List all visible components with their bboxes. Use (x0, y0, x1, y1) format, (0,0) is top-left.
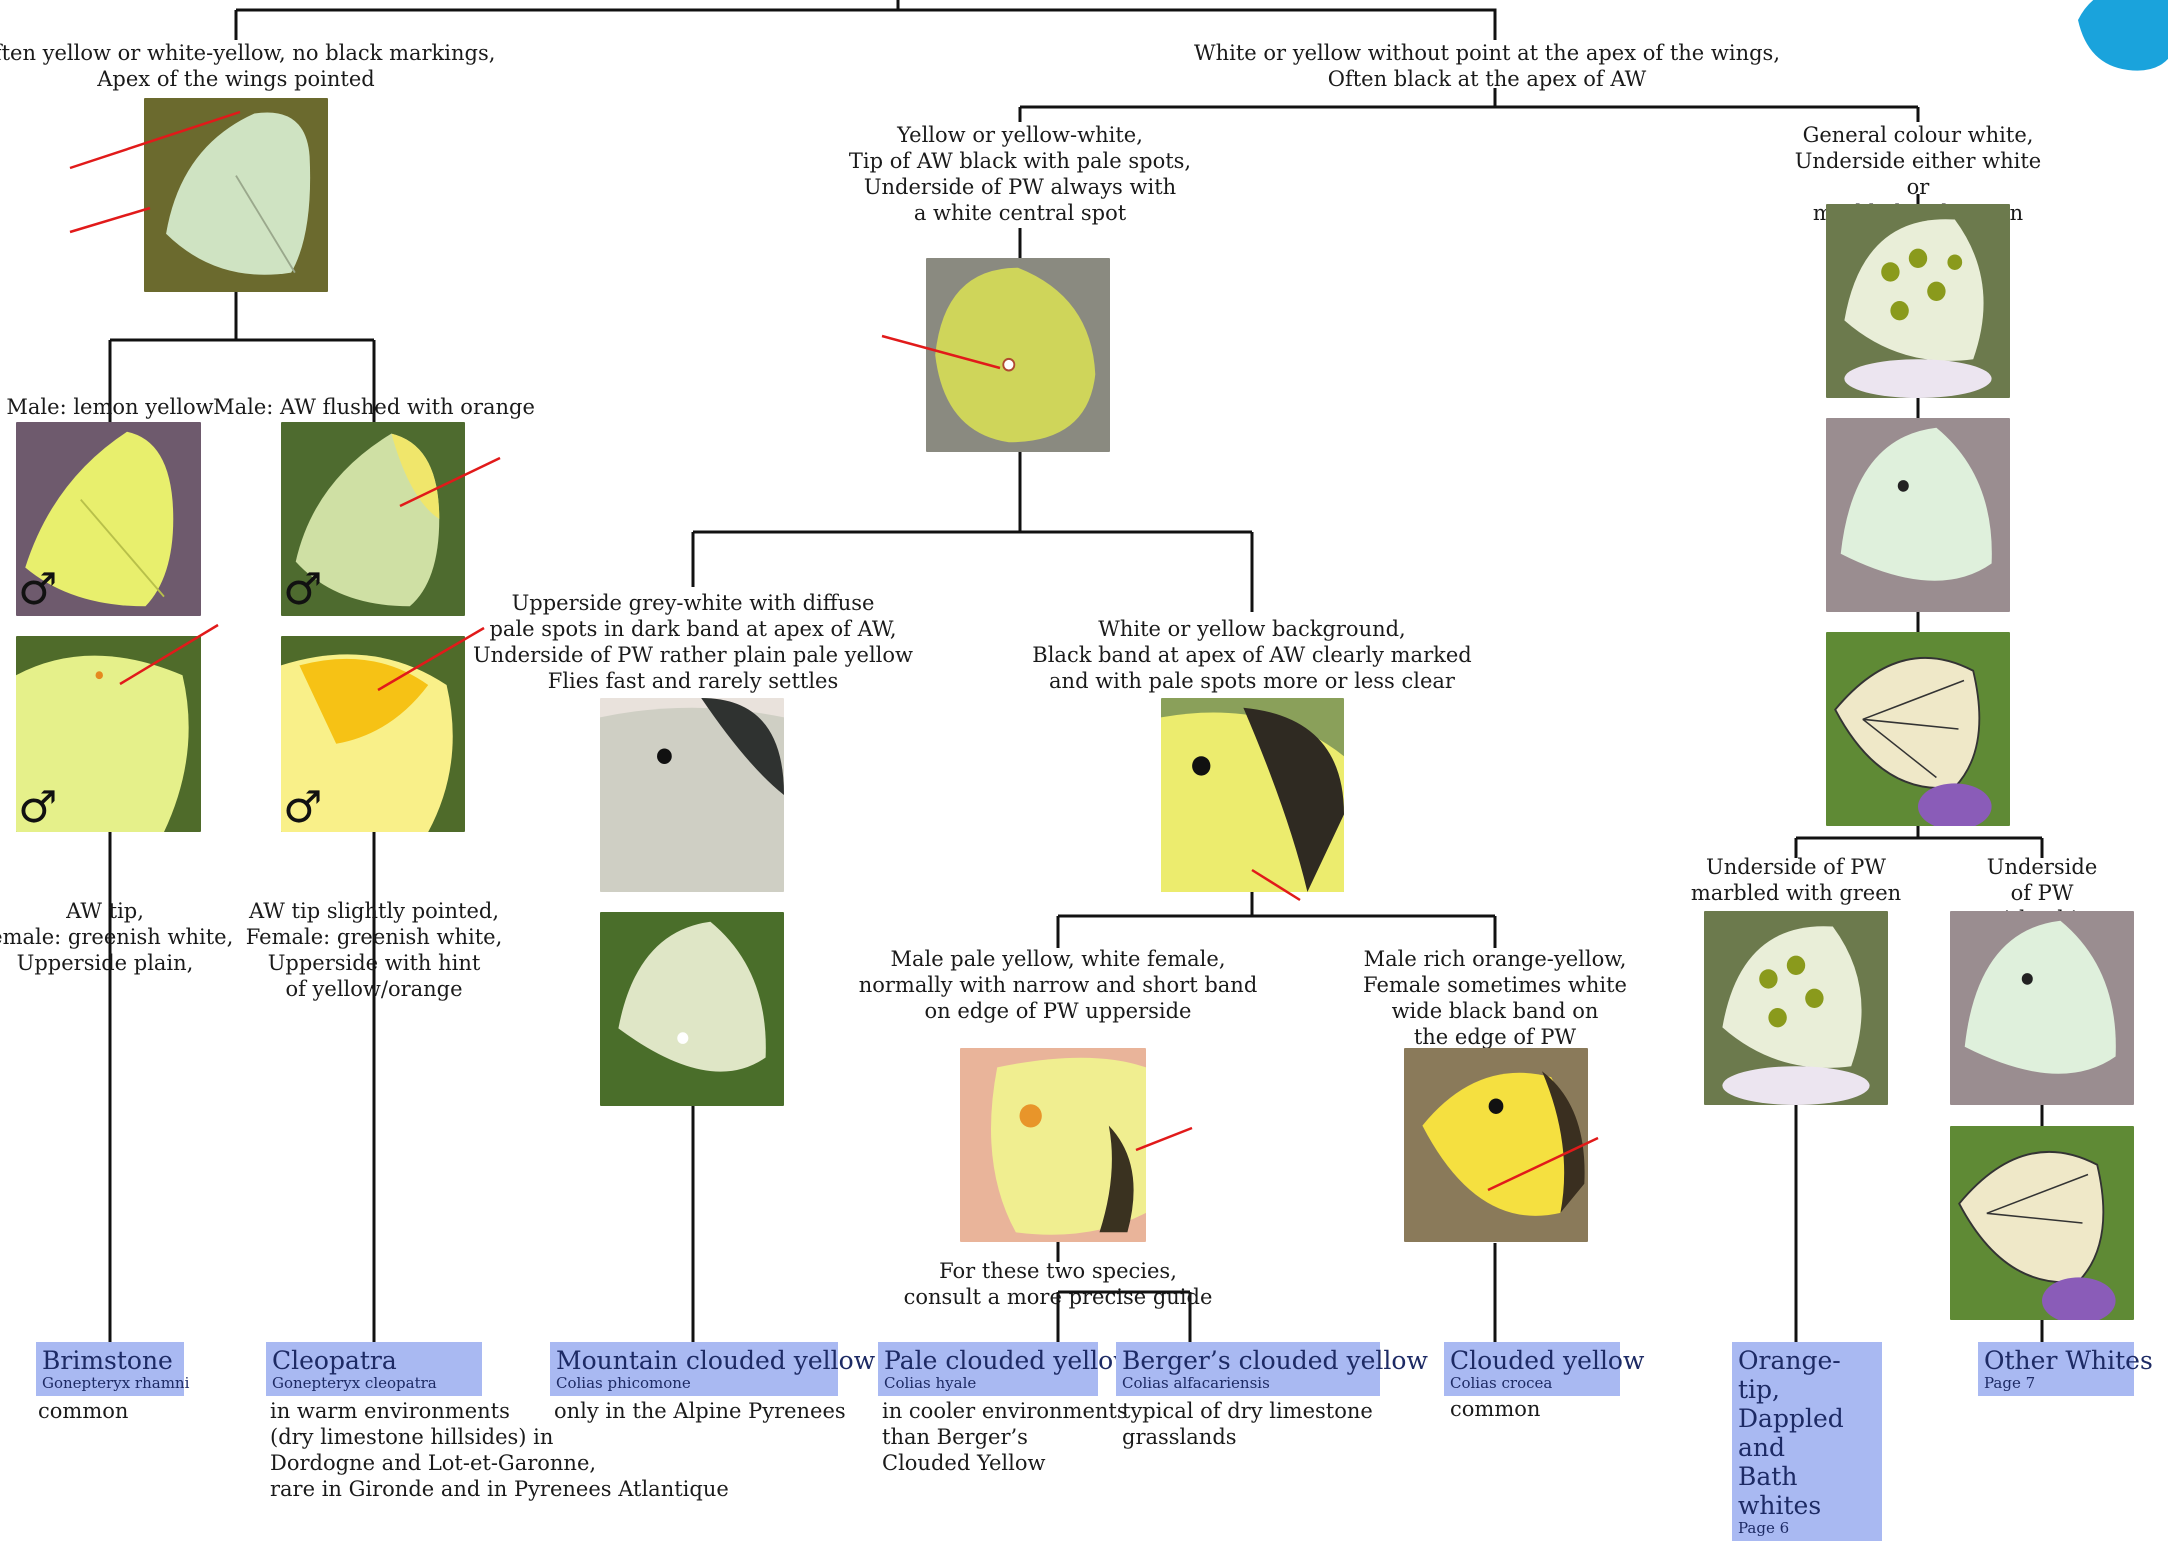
label-line: Underside either white or (1794, 149, 2042, 199)
label-line: Underside of PW (1706, 855, 1886, 879)
other-white-veined-photo (1950, 1126, 2134, 1320)
label-line: General colour white, (1802, 123, 2034, 147)
male-orange-label: Male: AW flushed with orange (213, 394, 535, 420)
label-line: Often black at the apex of AW (1327, 67, 1647, 91)
note-pale-clouded-yellow: in cooler environments than Berger’s Clo… (882, 1399, 1128, 1475)
label-line: marbled with green (1690, 881, 1902, 905)
label-line: Black band at apex of AW clearly marked (1032, 643, 1472, 667)
mountain-clouded-upper-photo (600, 698, 784, 892)
label-line: Flies fast and rarely settles (547, 669, 839, 693)
colias-underside-photo (926, 258, 1110, 452)
label-line: Tip of AW black with pale spots, (848, 149, 1192, 173)
label-line: Underside of PW rather plain pale yellow (472, 643, 914, 667)
brimstone-desc-label: AW tip,Female: greenish white,Upperside … (0, 898, 233, 976)
brimstone-male-photo (16, 422, 201, 616)
male-lemon-label: Male: lemon yellow (6, 394, 213, 420)
brimstone-group-label: Often yellow or white-yellow, no black m… (0, 40, 495, 92)
label-line: Upperside plain, (16, 951, 194, 975)
small-white-photo (1826, 418, 2010, 612)
butterfly-logo-icon (2078, 0, 2168, 71)
note-bergers-clouded-yellow: typical of dry limestone grasslands (1122, 1399, 1373, 1449)
black-veined-white-photo (1826, 632, 2010, 826)
clouded-group-label: White or yellow background,Black band at… (1032, 616, 1471, 694)
label-line: a white central spot (913, 201, 1127, 225)
tree-connector-lines (108, 0, 2044, 1345)
label-line: Male rich orange-yellow, (1363, 947, 1627, 971)
note-brimstone: common (38, 1399, 129, 1423)
cleopatra-male-upper-photo (281, 636, 465, 832)
note-clouded-yellow: common (1450, 1397, 1541, 1421)
label-line: Upperside grey-white with diffuse (511, 591, 875, 615)
label-line: pale spots in dark band at apex of AW, (489, 617, 897, 641)
label-line: White or yellow background, (1098, 617, 1406, 641)
label-line: on edge of PW upperside (924, 999, 1192, 1023)
consult-guide-label: For these two species,consult a more pre… (904, 1258, 1213, 1310)
note-mountain-clouded-yellow: only in the Alpine Pyrenees (554, 1399, 846, 1423)
label-line: AW tip slightly pointed, (248, 899, 500, 923)
label-line: of yellow/orange (285, 977, 463, 1001)
label-line: Underside of PW always with (863, 175, 1177, 199)
orange-tip-underside-photo (1826, 204, 2010, 398)
label-line: Often yellow or white-yellow, no black m… (0, 41, 496, 65)
pale-desc-label: Male pale yellow, white female,normally … (859, 946, 1258, 1024)
label-line: and with pale spots more or less clear (1049, 669, 1455, 693)
label-line: Female: greenish white, (245, 925, 503, 949)
male-symbol-icon: ♂ (18, 564, 58, 615)
cleopatra-desc-label: AW tip slightly pointed,Female: greenish… (246, 898, 503, 1002)
label-line: Female sometimes white (1363, 973, 1627, 997)
label-line: Male: lemon yellow (6, 395, 214, 419)
clouded-yellow-photo (1404, 1048, 1588, 1242)
label-line: consult a more precise guide (903, 1285, 1213, 1309)
label-line: Upperside with hint (267, 951, 481, 975)
male-symbol-icon: ♂ (283, 564, 323, 615)
label-line: Yellow or yellow-white, (897, 123, 1143, 147)
label-line: White or yellow without point at the ape… (1193, 41, 1781, 65)
label-line: Apex of the wings pointed (97, 67, 375, 91)
white-yellow-group-label: White or yellow without point at the ape… (1194, 40, 1780, 92)
pale-clouded-photo (960, 1048, 1146, 1242)
cleopatra-male-photo (281, 422, 465, 616)
label-line: the edge of PW (1413, 1025, 1577, 1049)
label-line: Female: greenish white, (0, 925, 234, 949)
label-line: For these two species, (939, 1259, 1177, 1283)
male-symbol-icon: ♂ (18, 782, 58, 833)
mountain-clouded-under-photo (600, 912, 784, 1106)
brimstone-pale-photo (144, 98, 328, 292)
colias-group-label: Yellow or yellow-white,Tip of AW black w… (849, 122, 1191, 226)
label-line: normally with narrow and short band (858, 973, 1258, 997)
label-line: AW tip, (66, 899, 144, 923)
label-line: Male: AW flushed with orange (213, 395, 535, 419)
white-bg-photo (1950, 911, 2134, 1105)
orange-tip-marbled-photo (1704, 911, 1888, 1105)
label-line: Underside of PW (1986, 855, 2098, 905)
clouded-desc-label: Male rich orange-yellow,Female sometimes… (1363, 946, 1627, 1050)
clouded-upper-photo (1161, 698, 1344, 892)
label-line: wide black band on (1391, 999, 1599, 1023)
label-line: Male pale yellow, white female, (890, 947, 1226, 971)
male-symbol-icon: ♂ (283, 782, 323, 833)
